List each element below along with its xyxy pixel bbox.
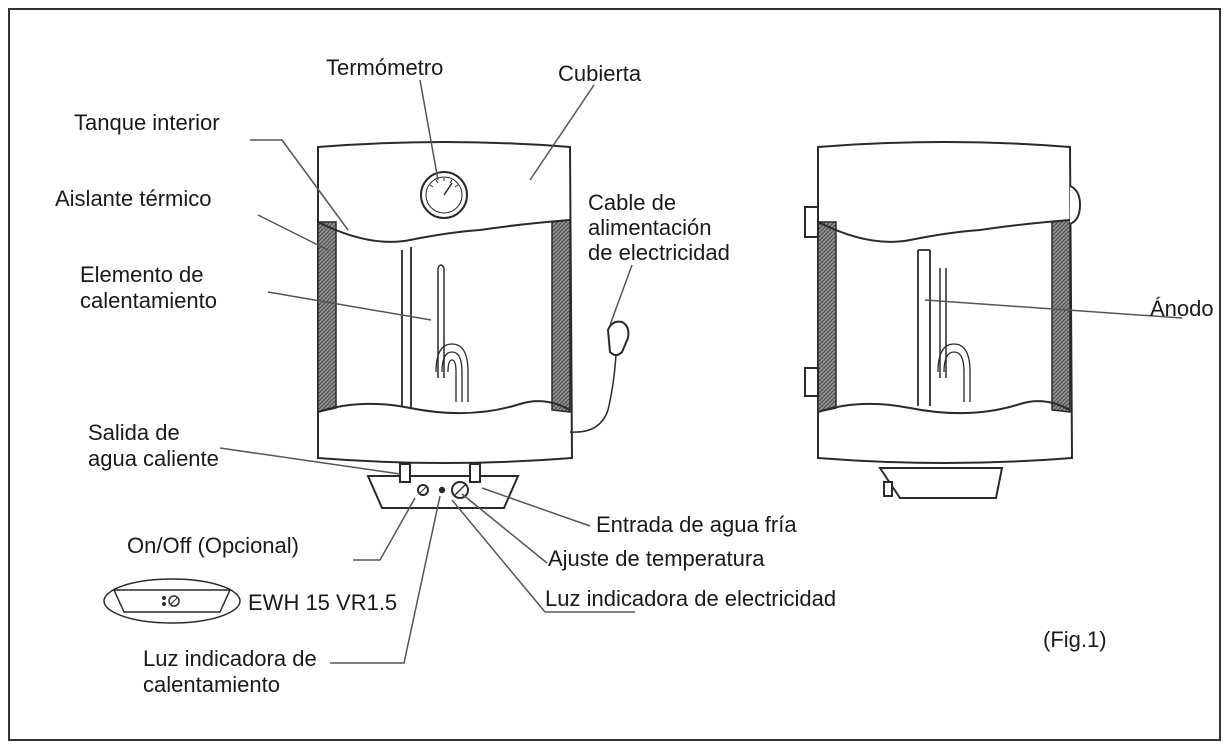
label-salida-line-1: Salida de: [88, 420, 180, 445]
leader-lines: [219, 79, 1183, 664]
label-entrada-agua-fria: Entrada de agua fría: [596, 512, 797, 537]
heating-indicator-light: [438, 486, 446, 494]
cover-lower-wave: [317, 400, 571, 415]
side-fitting-top: [804, 206, 819, 238]
label-elemento-calentamiento: Elemento de calentamiento: [80, 262, 217, 314]
cover-upper-wave: [317, 219, 571, 243]
figure-frame: [8, 8, 1221, 741]
bottom-bracket: [878, 467, 1004, 499]
heater-front-view: [317, 141, 630, 509]
heater-side-body: [817, 141, 1074, 464]
insulation-right: [551, 219, 571, 413]
thermometer-side: [1069, 185, 1082, 225]
heater-front-body: [317, 141, 574, 464]
label-ajuste-temperatura: Ajuste de temperatura: [548, 546, 765, 571]
label-cubierta: Cubierta: [558, 61, 642, 86]
label-salida-agua-caliente: Salida de agua caliente: [88, 420, 219, 472]
label-on-off: On/Off (Opcional): [127, 533, 299, 558]
label-cable-alimentacion: Cable de alimentación de electricidad: [588, 190, 730, 265]
label-luz-electricidad: Luz indicadora de electricidad: [545, 586, 837, 611]
label-fig: (Fig.1): [1043, 627, 1107, 652]
label-aislante-termico: Aislante térmico: [55, 186, 212, 211]
label-luz-cal-line-1: Luz indicadora de: [143, 646, 317, 671]
label-model: EWH 15 VR1.5: [248, 590, 398, 615]
label-anodo: Ánodo: [1150, 296, 1214, 321]
hot-water-outlet: [399, 463, 411, 483]
label-termometro: Termómetro: [326, 55, 444, 80]
label-tanque-interior: Tanque interior: [74, 110, 220, 135]
label-elemento-line-1: Elemento de: [80, 262, 204, 287]
heater-side-view: [804, 141, 1082, 499]
side-fitting-bottom: [804, 367, 819, 397]
ewh-control-panel-icon: [103, 578, 241, 624]
label-cable-line-3: de electricidad: [588, 240, 730, 265]
cold-water-inlet: [469, 463, 481, 483]
label-cable-line-2: alimentación: [588, 215, 712, 240]
insulation-left: [317, 221, 337, 413]
label-luz-cal-line-2: calentamiento: [143, 672, 280, 697]
label-luz-calentamiento: Luz indicadora de calentamiento: [143, 646, 317, 698]
power-cable: [569, 354, 617, 433]
label-cable-line-1: Cable de: [588, 190, 677, 215]
anode-rod: [401, 247, 412, 408]
label-elemento-line-2: calentamiento: [80, 288, 217, 313]
label-salida-line-2: agua caliente: [88, 446, 219, 471]
power-plug: [606, 320, 630, 356]
